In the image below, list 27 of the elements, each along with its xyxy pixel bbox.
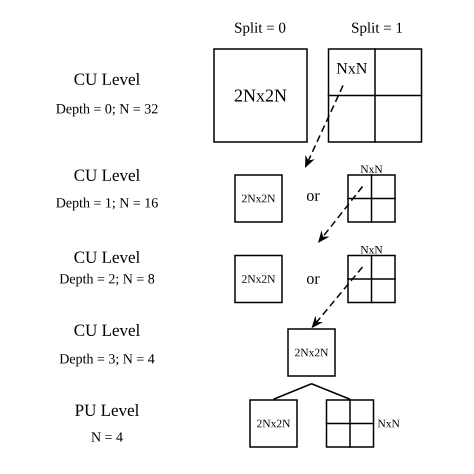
level-label: Depth = 2; N = 8 [60,274,154,286]
level-label: CU Level [74,324,140,336]
level-label: or [306,276,320,284]
level-label: CU Level [74,73,140,85]
node-label: NxN [360,246,382,254]
block: 2Nx2N [287,328,336,377]
level-label: or [306,193,320,201]
level-label: Depth = 1; N = 16 [56,198,158,210]
level-label: Depth = 0; N = 32 [56,104,158,116]
node-label: NxN [360,166,382,174]
quad-split-block: NxN [326,399,400,448]
tree-line [311,383,350,400]
node-label: NxN [378,420,400,428]
level-label: CU Level [74,169,140,181]
block: 2Nx2N [234,254,283,304]
block: 2Nx2N [249,399,298,448]
quad-split-block: NxN [347,166,396,223]
quad-split-block: NxN [347,246,396,304]
tree-line [273,383,312,400]
level-label: Split = 0 [235,22,286,36]
level-label: CU Level [74,251,140,263]
level-label: Depth = 3; N = 4 [60,354,155,366]
level-label: PU Level [75,404,139,416]
block: 2Nx2N [213,48,308,143]
block: 2Nx2N [234,174,283,223]
level-label: N = 4 [91,432,123,442]
quad-split-block: NxN [328,48,422,143]
